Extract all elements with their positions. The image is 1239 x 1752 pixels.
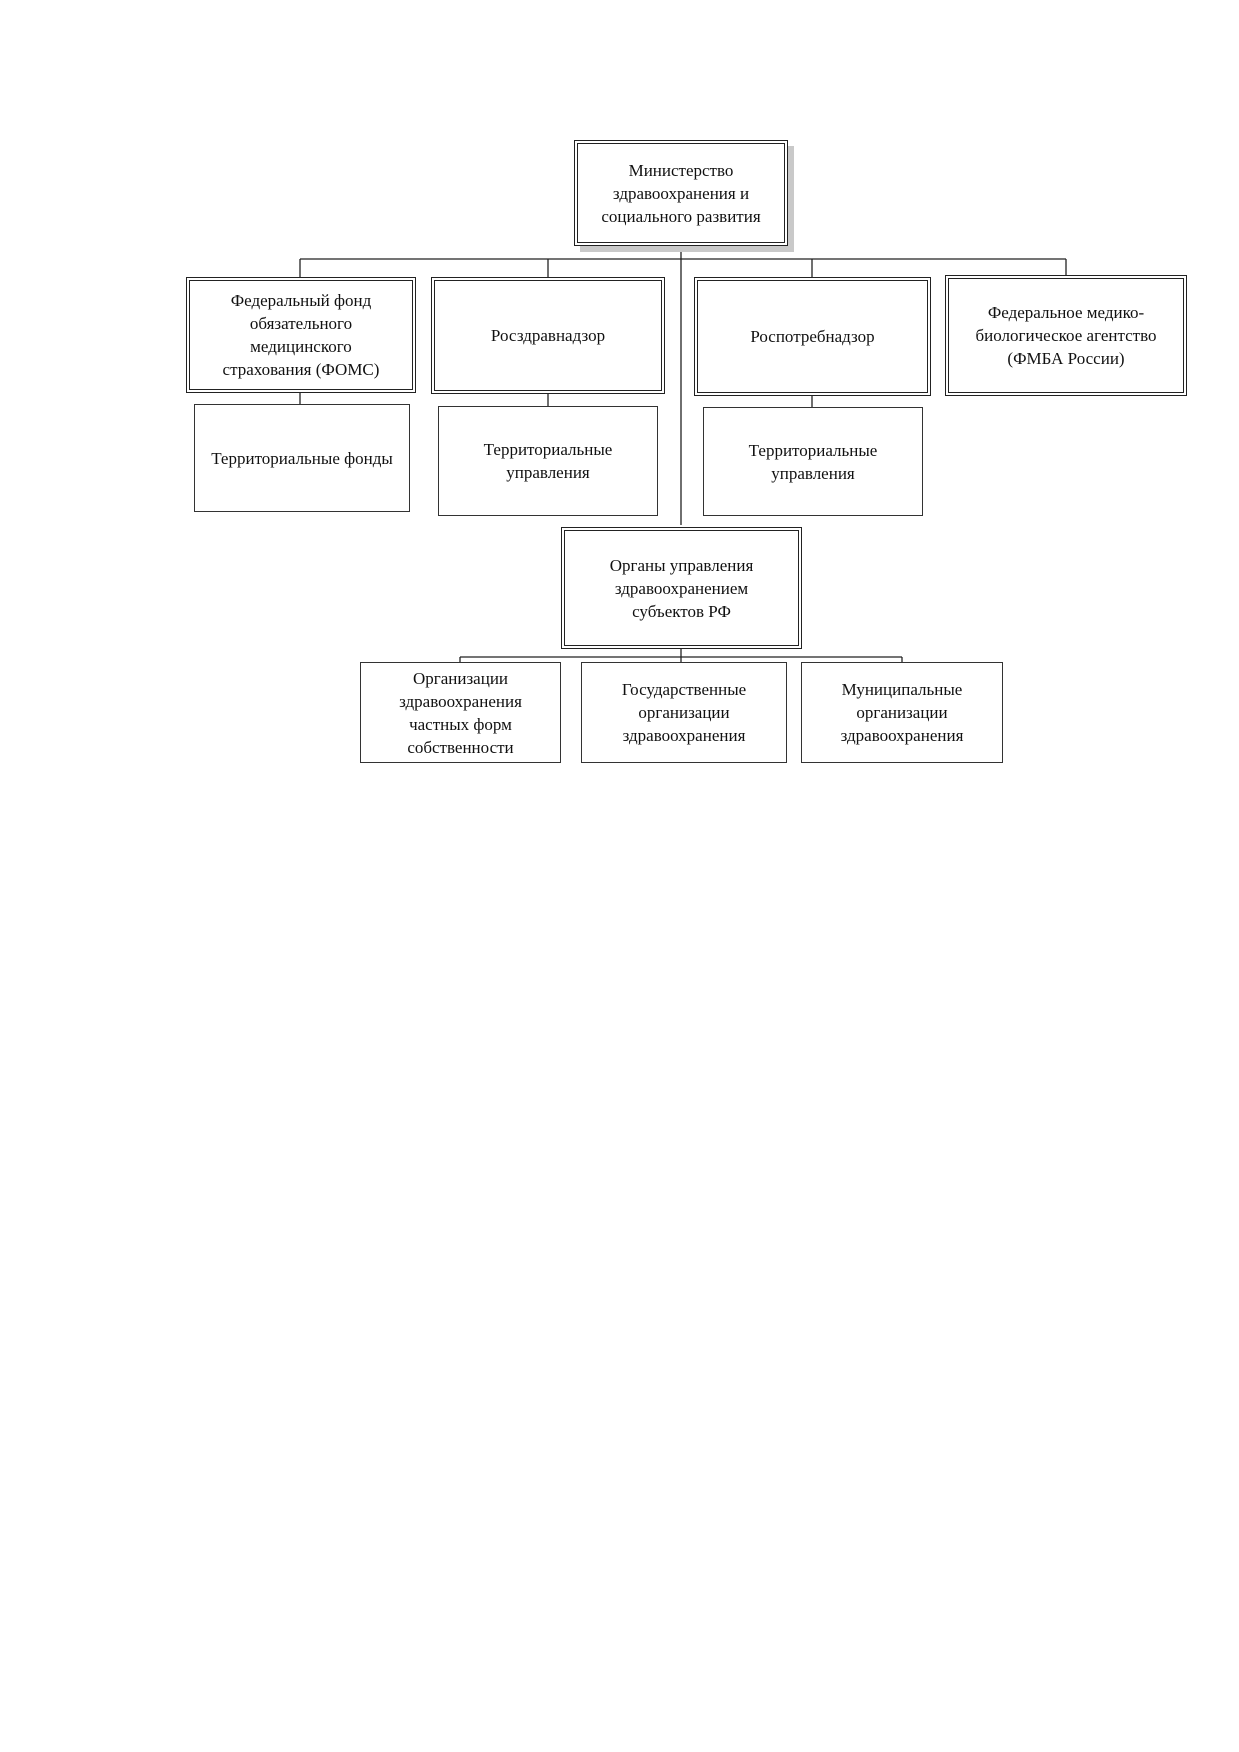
state-orgs-box: Государственные организации здравоохране… — [581, 662, 787, 763]
municipal-orgs-label: Муниципальные организации здравоохранени… — [840, 680, 964, 745]
ministry-label: Министерство здравоохранения и социально… — [601, 160, 761, 226]
territorial-funds-label: Территориальные фонды — [211, 448, 393, 468]
private-orgs-label: Организации здравоохранения частных форм… — [399, 668, 522, 757]
roszdrav-territorial-box: Территориальные управления — [438, 406, 658, 516]
regional-health-authorities-box: Органы управления здравоохранением субъе… — [561, 527, 802, 649]
private-orgs-box: Организации здравоохранения частных форм… — [360, 662, 561, 763]
territorial-funds-box: Территориальные фонды — [194, 404, 410, 512]
roszdrav-territorial-label: Территориальные управления — [483, 440, 613, 482]
roszdravnadzor-box: Росздравнадзор — [431, 277, 665, 394]
fmba-label: Федеральное медико- биологическое агентс… — [975, 303, 1157, 368]
ministry-box: Министерство здравоохранения и социально… — [574, 140, 788, 246]
rospotreb-territorial-box: Территориальные управления — [703, 407, 923, 516]
fmba-box: Федеральное медико- биологическое агентс… — [945, 275, 1187, 396]
foms-box: Федеральный фонд обязательного медицинск… — [186, 277, 416, 393]
rospotrebnadzor-box: Роспотребнадзор — [694, 277, 931, 396]
roszdravnadzor-label: Росздравнадзор — [490, 326, 606, 345]
regional-health-authorities-label: Органы управления здравоохранением субъе… — [609, 555, 754, 621]
rospotreb-territorial-label: Территориальные управления — [748, 440, 878, 483]
state-orgs-label: Государственные организации здравоохране… — [621, 680, 747, 745]
rospotrebnadzor-label: Роспотребнадзор — [750, 327, 875, 346]
foms-label: Федеральный фонд обязательного медицинск… — [222, 291, 380, 379]
municipal-orgs-box: Муниципальные организации здравоохранени… — [801, 662, 1003, 763]
